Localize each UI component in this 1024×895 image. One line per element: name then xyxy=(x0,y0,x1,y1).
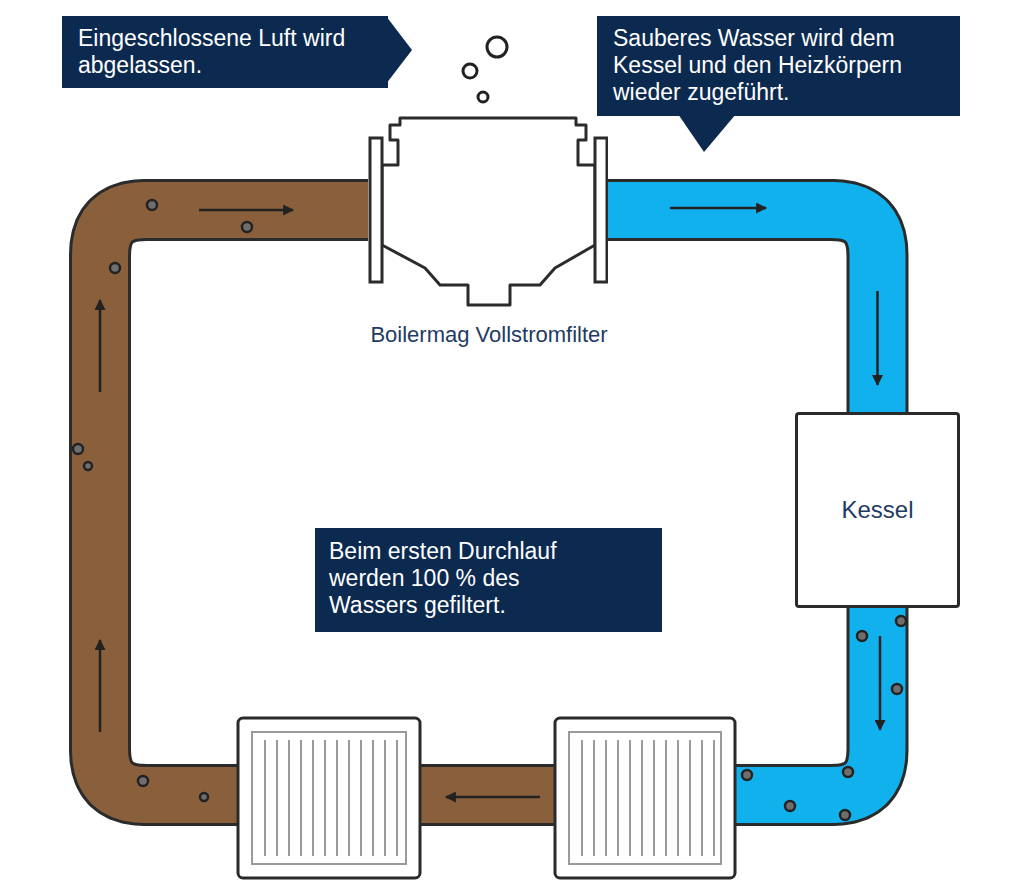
callout-box: Eingeschlossene Luft wird abgelassen. xyxy=(62,16,388,88)
boiler-box: Kessel xyxy=(795,412,960,608)
callout-text: Sauberes Wasser wird dem Kessel und den … xyxy=(613,25,944,106)
pipe-water xyxy=(608,210,878,412)
callout-box: Beim ersten Durchlauf werden 100 % des W… xyxy=(315,528,662,632)
pipe-water xyxy=(735,608,878,795)
filter-flange xyxy=(370,138,382,282)
pipe-water xyxy=(100,210,735,795)
pipe-connector xyxy=(608,210,878,412)
filter-label: Boilermag Vollstromfilter xyxy=(329,322,649,348)
callout-box: Sauberes Wasser wird dem Kessel und den … xyxy=(597,16,960,116)
filter-unit: Boilermag Vollstromfilter xyxy=(329,110,649,348)
filter-outline xyxy=(368,110,608,310)
pipe-outline xyxy=(735,608,878,795)
flow-arrow xyxy=(199,209,293,212)
radiator xyxy=(238,718,420,878)
callout-pointer xyxy=(386,16,412,84)
callout-text: Eingeschlossene Luft wird abgelassen. xyxy=(78,25,372,79)
pipe-outline xyxy=(100,210,735,795)
radiator xyxy=(555,718,735,878)
boiler-label: Kessel xyxy=(841,496,913,524)
flow-arrow xyxy=(876,291,879,385)
pipe-outline xyxy=(608,210,878,412)
filter-body xyxy=(382,118,595,305)
callout-pointer xyxy=(678,114,736,152)
air-bubbles xyxy=(463,37,507,102)
callout-text: Beim ersten Durchlauf werden 100 % des W… xyxy=(329,538,589,619)
filter-flange xyxy=(595,138,607,282)
